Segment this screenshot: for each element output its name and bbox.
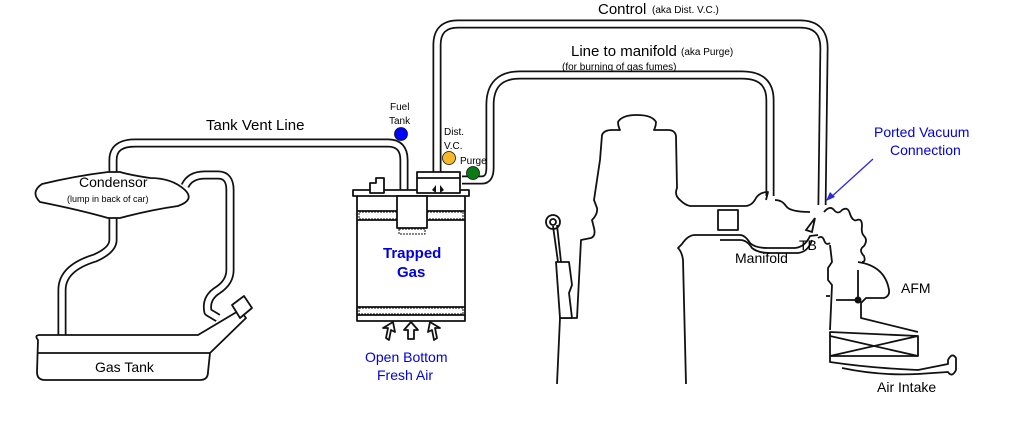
tank-vent-line-label: Tank Vent Line xyxy=(206,117,304,134)
trapped-gas-label-1: Trapped xyxy=(383,245,441,262)
fuel-tank-port-marker xyxy=(394,127,408,141)
dist-vc-port-marker xyxy=(442,151,456,165)
manifold-label: Manifold xyxy=(735,250,788,266)
ported-vacuum-label-1: Ported Vacuum xyxy=(874,124,969,140)
purge-line xyxy=(462,70,775,196)
dist-vc-label-2: V.C. xyxy=(444,141,463,152)
up-arrow-icon xyxy=(403,321,419,340)
ported-vacuum-arrow xyxy=(826,158,874,201)
engine-outline xyxy=(556,114,739,385)
filler-neck-line xyxy=(180,170,235,322)
intake-bellows xyxy=(823,207,867,263)
tb-label: TB xyxy=(799,237,817,253)
intake-manifold xyxy=(720,191,819,254)
fuel-tank-label-1: Fuel xyxy=(390,102,409,113)
purge-port-marker xyxy=(466,166,480,180)
tank-vent-line xyxy=(108,138,409,200)
fresh-air-arrows xyxy=(382,321,441,341)
trapped-gas-label-2: Gas xyxy=(397,264,425,281)
dipstick xyxy=(545,214,573,319)
condensor-label: Condensor xyxy=(79,174,148,190)
control-label: Control xyxy=(598,1,646,18)
gas-tank xyxy=(35,295,253,381)
fuel-tank-label-2: Tank xyxy=(389,116,411,127)
open-bottom-label-2: Fresh Air xyxy=(377,367,433,383)
control-aka-label: (aka Dist. V.C.) xyxy=(652,5,719,16)
air-flow-meter xyxy=(826,244,919,333)
charcoal-canister xyxy=(352,171,470,322)
gas-tank-label: Gas Tank xyxy=(95,359,155,375)
afm-label: AFM xyxy=(901,280,931,296)
ported-vacuum-label-2: Connection xyxy=(890,142,961,158)
air-intake-label: Air Intake xyxy=(877,379,936,395)
condensor-to-tank-line xyxy=(57,215,118,338)
air-intake xyxy=(829,331,957,376)
purge-label: Purge xyxy=(460,156,487,167)
line-to-manifold-label: Line to manifold xyxy=(571,43,677,60)
dist-vc-label-1: Dist. xyxy=(444,127,464,138)
open-bottom-label-1: Open Bottom xyxy=(365,349,448,365)
condensor-note: (lump in back of car) xyxy=(67,194,149,204)
line-to-manifold-aka-label: (aka Purge) xyxy=(681,47,733,58)
up-arrow-icon xyxy=(427,321,441,341)
up-arrow-icon xyxy=(382,321,396,341)
control-line xyxy=(432,19,829,206)
condensor-shape xyxy=(34,171,190,219)
throttle-plate xyxy=(804,217,816,234)
line-to-manifold-note: (for burning of gas fumes) xyxy=(562,62,677,73)
